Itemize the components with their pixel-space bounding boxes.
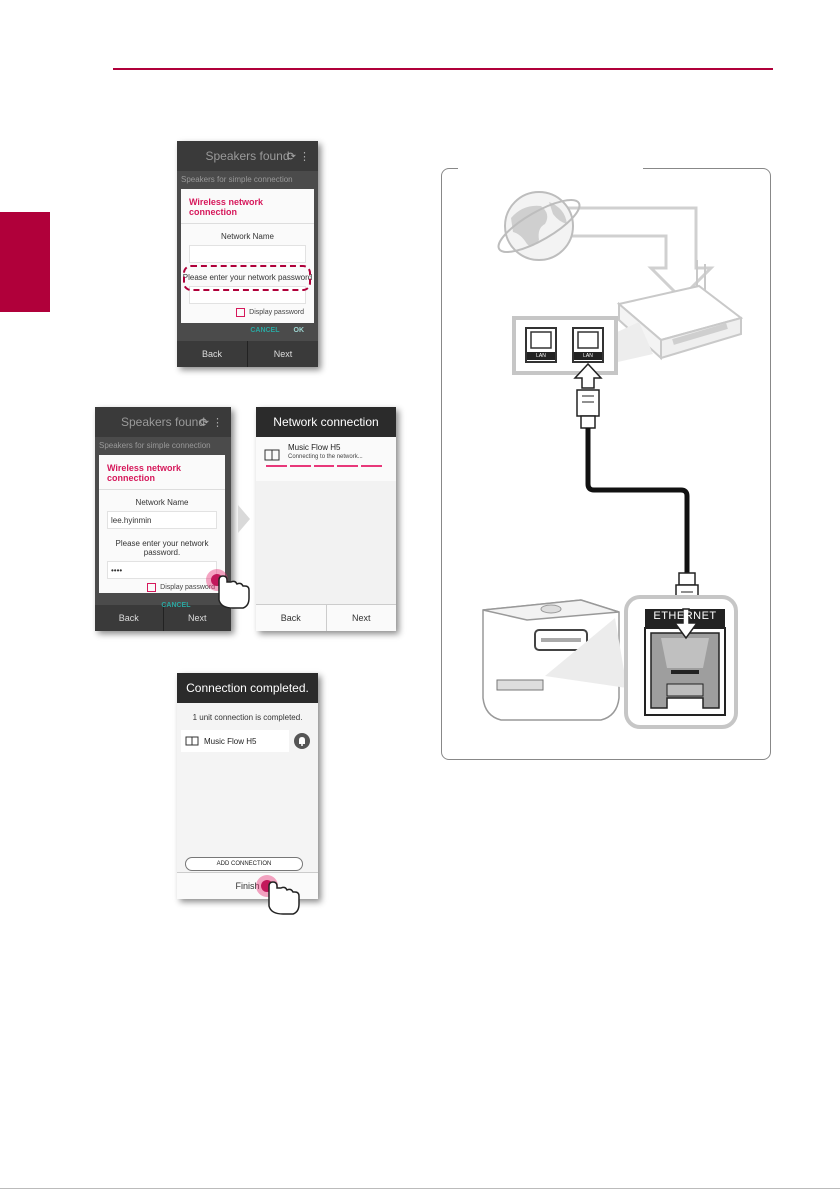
frame-label-gap [458,164,643,172]
add-connection-button[interactable]: ADD CONNECTION [185,857,303,871]
cancel-button[interactable]: CANCEL [250,327,280,334]
tap-hand-icon [256,875,300,915]
progress-bar [266,465,382,467]
speaker-icon [482,599,620,721]
display-password-row[interactable]: Display password [109,583,215,592]
back-button[interactable]: Back [201,349,222,359]
screen-body: Music Flow H5 Connecting to the network.… [256,437,396,605]
back-button[interactable]: Back [280,613,301,623]
wifi-dialog: Wireless network connection Network Name… [181,189,314,334]
wifi-dialog: Wireless network connection Network Name… [99,455,225,609]
lan-port-2-label: LAN [583,353,593,359]
app-bar-title: Speakers found [120,415,206,429]
ethernet-insert-arrow-icon [673,608,699,640]
dialog-title: Wireless network connection [99,455,225,490]
refresh-icon: ⟳ ⋮ [286,151,310,163]
device-row[interactable]: Music Flow H5 [181,730,289,752]
display-password-label: Display password [160,584,215,591]
app-bar-title: Connection completed. [186,681,309,695]
phone-screen-password-entry: Speakers found ⟳ ⋮ Speakers for simple c… [177,141,318,367]
phone-screen-completed: Connection completed. 1 unit connection … [177,673,318,899]
next-button[interactable]: Next [247,341,318,367]
password-label: Please enter your network password [182,273,313,282]
globe-icon [497,191,581,261]
app-bar: Connection completed. [177,673,318,703]
book-icon [185,736,199,746]
next-button[interactable]: Next [325,605,397,631]
internet-flow-arrow-icon [529,206,715,301]
header-rule [113,68,773,70]
lan-port-2-icon [572,327,604,363]
app-bar-title: Speakers found [205,149,290,163]
dialog-buttons: CANCEL OK [181,321,314,340]
network-diagram [482,191,744,729]
footer-bar: Back Next [95,605,231,631]
subheading: Speakers for simple connection [181,175,293,184]
app-bar: Network connection [256,407,396,437]
checkbox-icon[interactable] [147,583,157,592]
phone-screen-password-filled: Speakers found ⟳ ⋮ Speakers for simple c… [95,407,231,631]
next-button[interactable]: Next [162,605,232,631]
lan-port-1-icon [525,327,557,363]
chapter-tab [0,212,50,312]
cancel-button[interactable]: CANCEL [161,602,191,609]
display-password-label: Display password [249,309,304,316]
lan-insert-arrow-icon [573,362,603,389]
network-name-input[interactable] [189,245,306,263]
back-button[interactable]: Back [118,613,139,623]
network-name-label: Network Name [221,232,274,241]
footer-bar: Back Next [256,604,396,631]
book-icon [264,449,280,461]
ok-button[interactable]: OK [293,327,305,334]
app-bar-title: Network connection [273,415,379,429]
dialog-title: Wireless network connection [181,189,314,224]
footer-rule [0,1188,840,1189]
device-name: Music Flow H5 [204,736,257,746]
network-name-input[interactable]: lee.hyinmin [107,511,217,529]
next-step-arrow-icon [238,505,250,533]
display-password-row[interactable]: Display password [191,308,304,317]
ethernet-plug-top-icon [576,389,600,429]
completion-message: 1 unit connection is completed. [192,713,303,722]
bell-icon[interactable] [293,732,311,750]
app-bar: Speakers found ⟳ ⋮ [95,407,231,437]
screen-body: 1 unit connection is completed. Music Fl… [177,703,318,873]
finish-button[interactable]: Finish [235,881,260,891]
device-status: Connecting to the network... [288,454,363,460]
lan-port-1-label: LAN [536,353,546,359]
phone-screen-connecting: Network connection Music Flow H5 Connect… [256,407,396,631]
checkbox-icon[interactable] [236,308,246,317]
refresh-icon: ⟳ ⋮ [199,417,223,429]
app-bar: Speakers found ⟳ ⋮ [177,141,318,171]
ethernet-cable [585,428,690,573]
password-input[interactable]: •••• [107,561,217,579]
device-row[interactable]: Music Flow H5 Connecting to the network.… [256,437,396,481]
subheading: Speakers for simple connection [99,441,211,450]
ethernet-label: ETHERNET [653,610,717,622]
footer-bar: Back Next [177,341,318,367]
tap-hand-icon [206,569,250,609]
dialog-buttons: CANCEL OK [99,596,225,615]
ethernet-port-icon [644,627,726,716]
device-name: Music Flow H5 [288,443,341,452]
network-name-label: Network Name [135,498,189,507]
password-highlight [183,265,311,291]
password-label: Please enter your network password. [115,539,209,557]
